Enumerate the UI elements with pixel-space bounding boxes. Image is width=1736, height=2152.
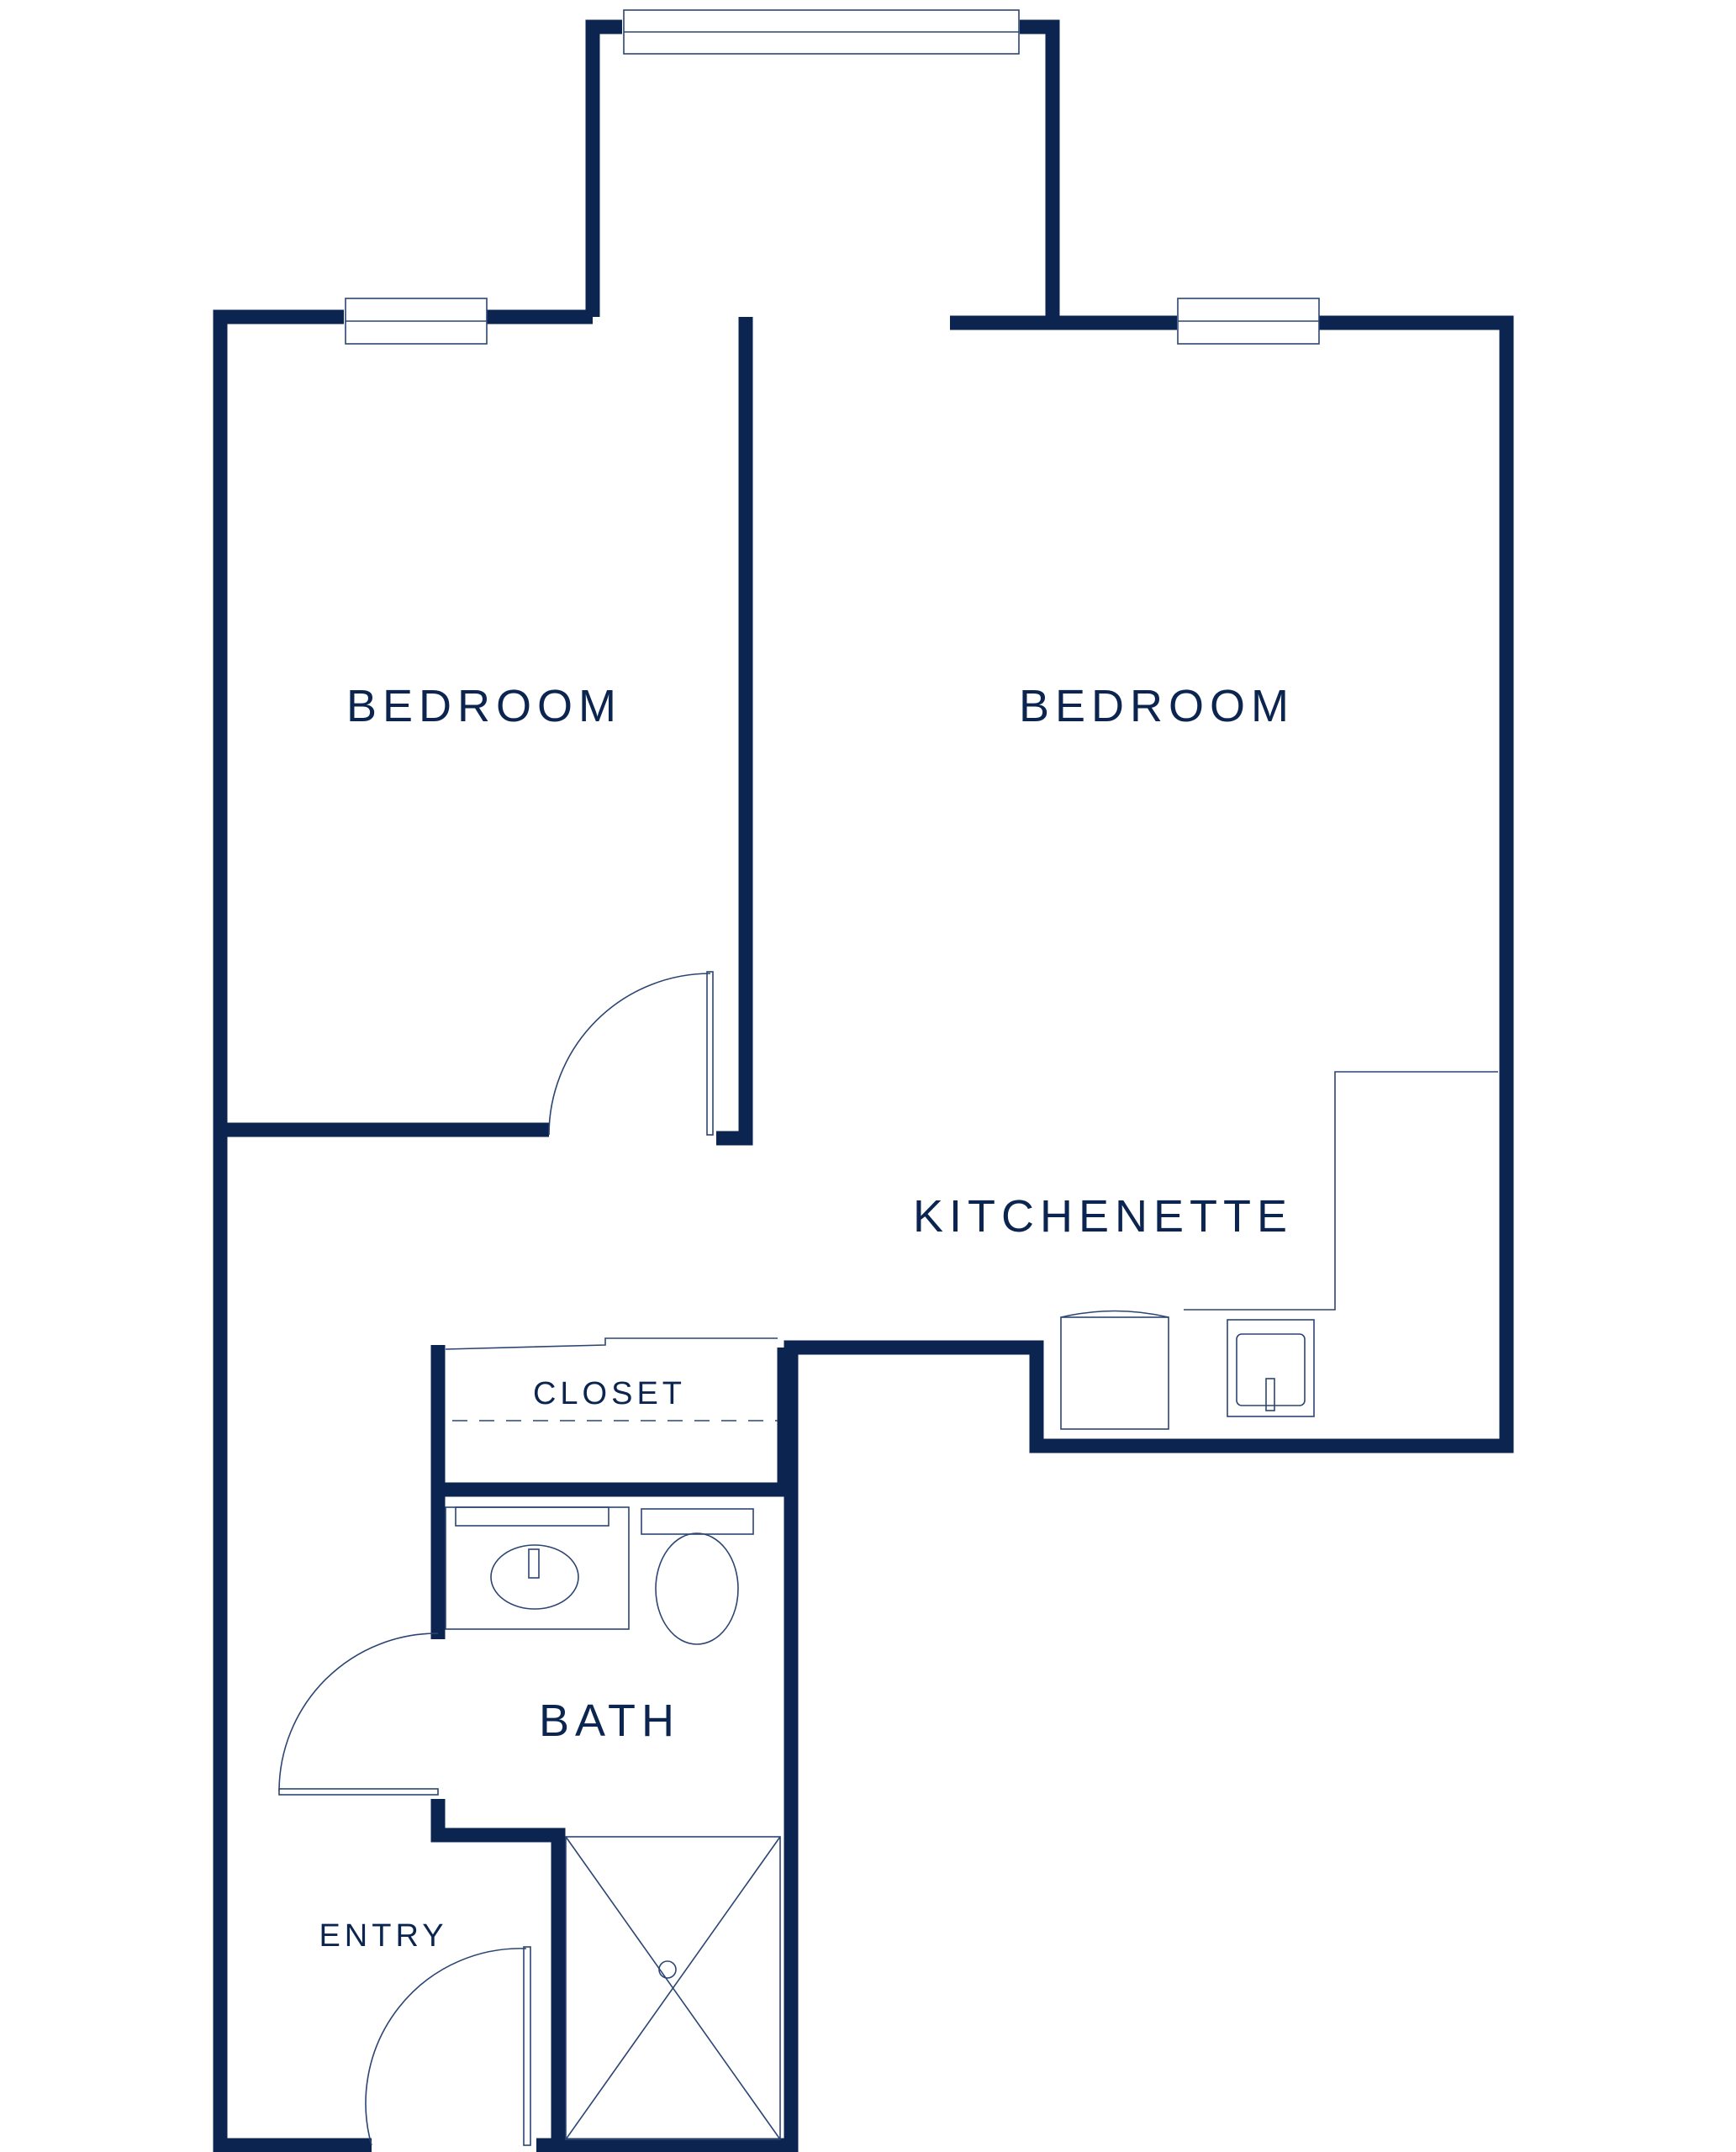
label-bedroom-right: BEDROOM bbox=[1019, 681, 1295, 731]
kitchenette-fixtures bbox=[1060, 1071, 1498, 1430]
closet-fixtures bbox=[445, 1337, 778, 1421]
counter-outline bbox=[1184, 1071, 1498, 1311]
room-labels: BEDROOM BEDROOM KITCHENETTE CLOSET BATH … bbox=[319, 681, 1295, 1954]
label-bath: BATH bbox=[539, 1696, 680, 1746]
label-bedroom-left: BEDROOM bbox=[346, 681, 622, 731]
bath-door[interactable] bbox=[278, 1632, 439, 1796]
bedroom-partition-wall bbox=[716, 317, 753, 1146]
label-kitchenette: KITCHENETTE bbox=[913, 1191, 1293, 1242]
vanity bbox=[445, 1506, 630, 1630]
refrigerator bbox=[1060, 1310, 1169, 1430]
window-bay bbox=[623, 9, 1020, 55]
kitchen-sink bbox=[1227, 1319, 1315, 1417]
toilet bbox=[641, 1508, 754, 1645]
label-closet: CLOSET bbox=[533, 1376, 686, 1411]
doors bbox=[278, 971, 714, 2146]
bedroom-door[interactable] bbox=[548, 971, 714, 1136]
windows bbox=[345, 9, 1320, 345]
left-bedroom-top-wall bbox=[213, 309, 372, 2152]
shower bbox=[565, 1836, 781, 2140]
walls bbox=[213, 19, 1514, 2152]
window-right-bedroom bbox=[1177, 298, 1320, 345]
shower-drain bbox=[658, 1960, 677, 1979]
bay-alcove-wall-right bbox=[1020, 19, 1060, 330]
entry-door[interactable] bbox=[365, 1946, 531, 2146]
label-entry: ENTRY bbox=[319, 1918, 447, 1954]
window-left-bedroom bbox=[345, 298, 488, 345]
bath-fixtures bbox=[445, 1506, 781, 2140]
right-bedroom-top-wall-right bbox=[536, 315, 1514, 2152]
bath-lower-wall bbox=[430, 1799, 566, 2145]
bay-alcove-wall bbox=[585, 19, 622, 317]
